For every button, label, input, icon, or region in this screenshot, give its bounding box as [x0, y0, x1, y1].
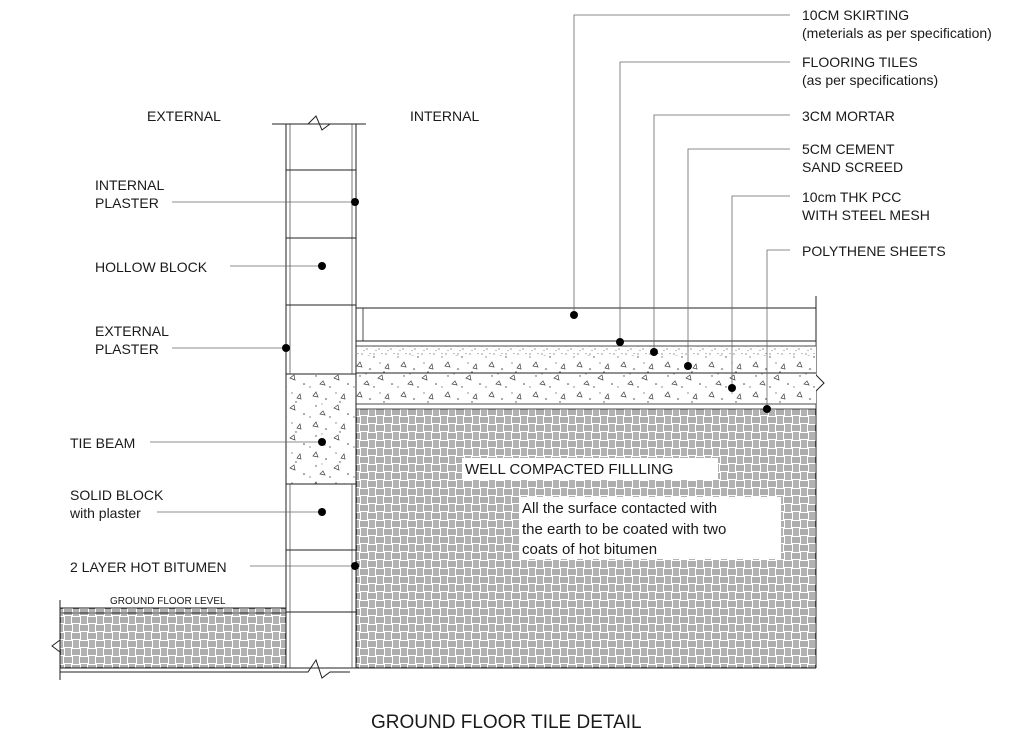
svg-text:POLYTHENE SHEETS: POLYTHENE SHEETS	[802, 243, 946, 259]
svg-text:3CM MORTAR: 3CM MORTAR	[802, 108, 895, 124]
leader-dot	[351, 562, 359, 570]
callout-tie-beam: TIE BEAM	[70, 435, 326, 451]
callout-internal-plaster: INTERNAL PLASTER	[95, 177, 359, 211]
callout-solid-block: SOLID BLOCK with plaster	[69, 487, 326, 521]
flooring-tile-layer	[355, 340, 817, 347]
tie-beam	[285, 373, 357, 485]
callout-polythene: POLYTHENE SHEETS	[763, 243, 946, 413]
leader-dot	[318, 262, 326, 270]
svg-text:EXTERNAL: EXTERNAL	[95, 323, 169, 339]
leader-dot	[650, 348, 658, 356]
svg-text:FLOORING TILES: FLOORING TILES	[802, 54, 918, 70]
sand-screed-layer	[356, 355, 816, 373]
svg-text:INTERNAL: INTERNAL	[95, 177, 164, 193]
svg-text:10cm THK PCC: 10cm THK PCC	[802, 189, 901, 205]
leader-dot	[728, 384, 736, 392]
pcc-layer	[356, 373, 816, 404]
svg-text:with plaster: with plaster	[69, 505, 141, 521]
callout-pcc: 10cm THK PCC WITH STEEL MESH	[728, 189, 930, 392]
filling-label: WELL COMPACTED FILLLING	[465, 461, 673, 478]
svg-text:SAND SCREED: SAND SCREED	[802, 159, 903, 175]
callout-external-plaster: EXTERNAL PLASTER	[95, 323, 290, 357]
internal-side-label: INTERNAL	[410, 108, 479, 124]
svg-text:PLASTER: PLASTER	[95, 195, 159, 211]
skirting	[355, 307, 364, 342]
external-ground-soil	[59, 607, 287, 669]
svg-text:TIE BEAM: TIE BEAM	[70, 435, 135, 451]
polythene-sheet	[355, 403, 817, 410]
svg-text:WITH STEEL MESH: WITH STEEL MESH	[802, 207, 930, 223]
leader-dot	[351, 198, 359, 206]
svg-text:10CM SKIRTING: 10CM SKIRTING	[802, 7, 909, 23]
callout-hollow-block: HOLLOW BLOCK	[95, 259, 326, 275]
leader-dot	[318, 438, 326, 446]
leader-dot	[763, 405, 771, 413]
leader-dot	[318, 508, 326, 516]
leader-dot	[616, 338, 624, 346]
leader-dot	[570, 311, 578, 319]
wall-top-break-line	[272, 115, 366, 131]
bitumen-note-line-2: the earth to be coated with two	[522, 521, 726, 538]
leader-dot	[282, 344, 290, 352]
ground-floor-level-label: GROUND FLOOR LEVEL	[110, 596, 226, 607]
svg-text:2 LAYER HOT BITUMEN: 2 LAYER HOT BITUMEN	[70, 559, 227, 575]
drawing-title: GROUND FLOOR TILE DETAIL	[371, 712, 642, 733]
callout-screed: 5CM CEMENT SAND SCREED	[684, 141, 903, 370]
wall-bottom-break-line	[280, 658, 350, 679]
bitumen-note-line-3: coats of hot bitumen	[522, 541, 657, 558]
block-wall	[272, 115, 366, 679]
svg-text:HOLLOW BLOCK: HOLLOW BLOCK	[95, 259, 208, 275]
leader-dot	[684, 362, 692, 370]
svg-text:PLASTER: PLASTER	[95, 341, 159, 357]
callout-skirting: 10CM SKIRTING (meterials as per specific…	[570, 7, 992, 319]
callout-mortar: 3CM MORTAR	[650, 108, 895, 356]
callout-bitumen: 2 LAYER HOT BITUMEN	[70, 559, 359, 575]
external-side-label: EXTERNAL	[147, 108, 221, 124]
mortar-layer	[356, 346, 816, 355]
svg-text:(meterials as per specificatio: (meterials as per specification)	[802, 25, 992, 41]
callout-flooring-tiles: FLOORING TILES (as per specifications)	[616, 54, 938, 346]
ground-break-line	[51, 600, 61, 680]
svg-text:SOLID BLOCK: SOLID BLOCK	[70, 487, 164, 503]
svg-text:5CM CEMENT: 5CM CEMENT	[802, 141, 895, 157]
svg-text:(as per specifications): (as per specifications)	[802, 72, 938, 88]
bitumen-note-line-1: All the surface contacted with	[522, 500, 717, 517]
